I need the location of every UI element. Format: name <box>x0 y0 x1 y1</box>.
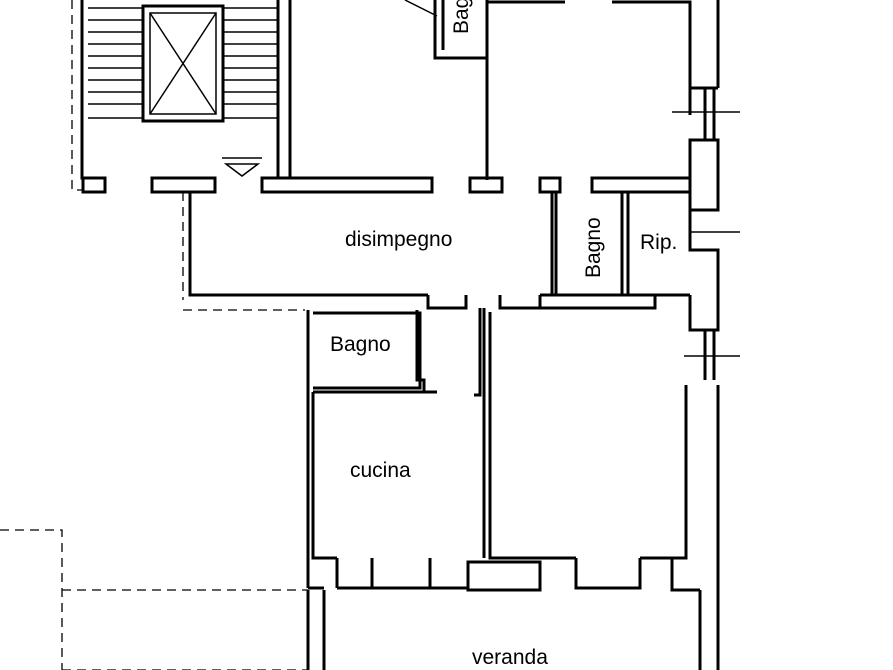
room-label-ripostiglio: Rip. <box>640 231 677 254</box>
entrance-icon <box>222 157 262 177</box>
room-label-veranda: veranda <box>472 646 548 669</box>
bagno-rip-walls <box>550 192 740 380</box>
stairwell-icon <box>71 0 280 194</box>
balcony-outline <box>0 529 308 670</box>
room-label-bagno-left: Bagno <box>330 333 391 356</box>
lower-rooms-walls <box>306 308 720 670</box>
room-label-cucina: cucina <box>350 459 411 482</box>
room-label-bagno-mid: Bagno <box>582 217 605 278</box>
room-label-bagno-top: Bagno <box>450 0 473 34</box>
room-label-disimpegno: disimpegno <box>345 228 452 251</box>
